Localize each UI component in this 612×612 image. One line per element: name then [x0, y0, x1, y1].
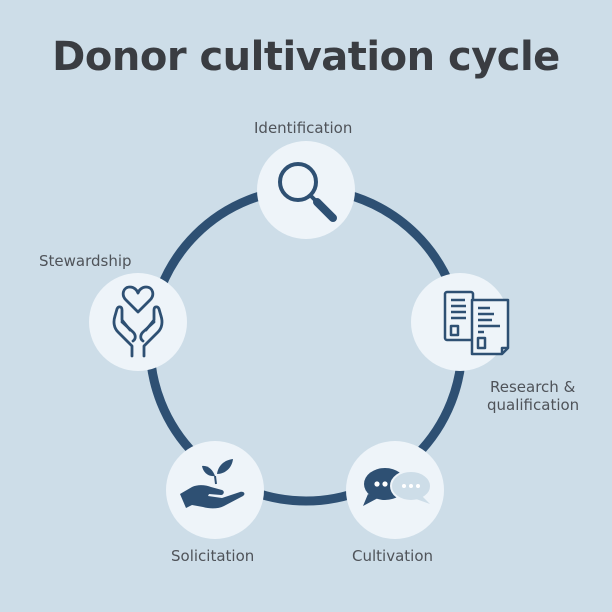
- magnifier-icon: [278, 162, 337, 222]
- label-research-line1: Research &: [490, 378, 576, 396]
- label-identification: Identification: [254, 119, 353, 137]
- node-solicitation: [166, 441, 264, 539]
- label-research-line2: qualification: [487, 396, 580, 414]
- page-title: Donor cultivation cycle: [52, 34, 560, 80]
- label-stewardship: Stewardship: [39, 252, 132, 270]
- node-cultivation: [346, 441, 444, 539]
- hand-plant-icon: [180, 459, 245, 509]
- node-research-qualification: [411, 273, 510, 371]
- node-identification: [257, 141, 355, 239]
- node-stewardship: [89, 273, 187, 371]
- hands-heart-icon: [112, 285, 164, 358]
- chat-bubbles-icon: [363, 468, 432, 506]
- documents-icon: [443, 290, 510, 356]
- label-cultivation: Cultivation: [352, 547, 433, 565]
- label-solicitation: Solicitation: [171, 547, 255, 565]
